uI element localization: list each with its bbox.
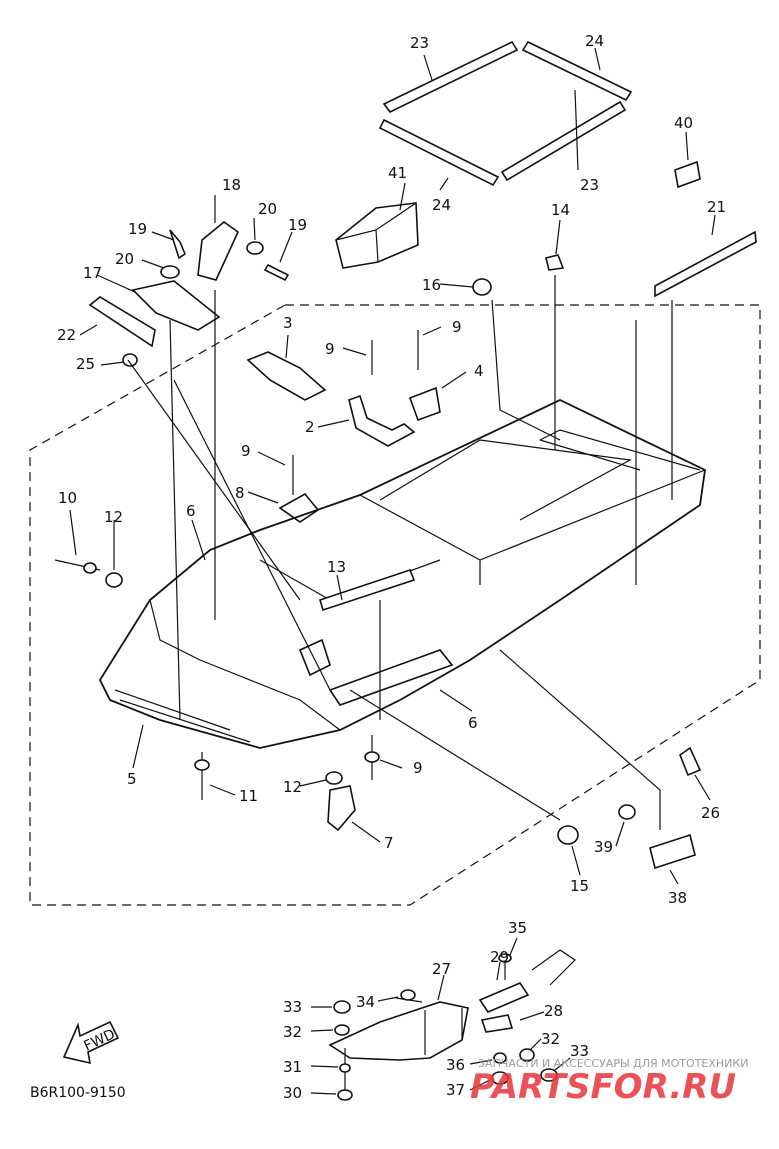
callout-22: 22 <box>57 326 76 344</box>
callout-36: 36 <box>446 1056 465 1074</box>
callout-3: 3 <box>283 314 293 332</box>
assembly-outline <box>29 304 761 906</box>
callout-6a: 6 <box>186 502 196 520</box>
catalog-code: B6R100-9150 <box>30 1085 126 1101</box>
callout-23a: 23 <box>410 34 429 52</box>
callout-8: 8 <box>235 484 245 502</box>
part-41-block <box>335 202 419 269</box>
callout-38: 38 <box>668 889 687 907</box>
callout-25: 25 <box>76 355 95 373</box>
callout-26: 26 <box>701 804 720 822</box>
callout-29: 29 <box>490 948 509 966</box>
callout-9d: 9 <box>413 759 423 777</box>
callout-20a: 20 <box>258 200 277 218</box>
callout-13: 13 <box>327 558 346 576</box>
callout-19b: 19 <box>288 216 307 234</box>
callout-41: 41 <box>388 164 407 182</box>
watermark: ЗАПЧАСТИ И АКСЕССУАРЫ ДЛЯ МОТОТЕХНИКИ PA… <box>470 1057 748 1107</box>
leader-lines <box>69 47 716 885</box>
callout-6b: 6 <box>468 714 478 732</box>
callout-labels: 23 24 23 24 40 41 18 21 19 20 19 14 20 1… <box>57 32 726 1102</box>
callout-32a: 32 <box>283 1023 302 1041</box>
hinge-assembly <box>310 937 576 1101</box>
watermark-tagline: ЗАПЧАСТИ И АКСЕССУАРЫ ДЛЯ МОТОТЕХНИКИ <box>478 1057 748 1070</box>
watermark-logo: PARTSFOR.RU <box>470 1067 736 1107</box>
chassis-frame <box>98 399 706 749</box>
callout-15: 15 <box>570 877 589 895</box>
lower-small-parts <box>54 559 702 870</box>
callout-7: 7 <box>384 834 394 852</box>
callout-21: 21 <box>707 198 726 216</box>
callout-12b: 12 <box>283 778 302 796</box>
callout-27: 27 <box>432 960 451 978</box>
callout-40: 40 <box>674 114 693 132</box>
callout-14: 14 <box>551 201 570 219</box>
bracket-parts <box>246 330 441 523</box>
callout-35: 35 <box>508 919 527 937</box>
callout-33a: 33 <box>283 998 302 1016</box>
callout-9c: 9 <box>241 442 251 460</box>
seat-rail-parts <box>378 40 633 187</box>
callout-4: 4 <box>474 362 484 380</box>
callout-10: 10 <box>58 489 77 507</box>
callout-32b: 32 <box>541 1030 560 1048</box>
callout-34: 34 <box>356 993 375 1011</box>
callout-12a: 12 <box>104 508 123 526</box>
fwd-label: FWD <box>81 1026 117 1054</box>
callout-5: 5 <box>127 770 137 788</box>
callout-17: 17 <box>83 264 102 282</box>
callout-11: 11 <box>239 787 258 805</box>
callout-33b: 33 <box>570 1042 589 1060</box>
callout-37: 37 <box>446 1081 465 1099</box>
callout-39: 39 <box>594 838 613 856</box>
callout-24b: 24 <box>432 196 451 214</box>
callout-9b: 9 <box>325 340 335 358</box>
callout-30: 30 <box>283 1084 302 1102</box>
callout-16: 16 <box>422 276 441 294</box>
callout-9a: 9 <box>452 318 462 336</box>
callout-19a: 19 <box>128 220 147 238</box>
callout-23b: 23 <box>580 176 599 194</box>
callout-24a: 24 <box>585 32 604 50</box>
callout-18: 18 <box>222 176 241 194</box>
fwd-arrow: FWD <box>62 1020 120 1065</box>
callout-31: 31 <box>283 1058 302 1076</box>
callout-28: 28 <box>544 1002 563 1020</box>
callout-20b: 20 <box>115 250 134 268</box>
upper-small-parts <box>88 160 757 367</box>
callout-2: 2 <box>305 418 315 436</box>
